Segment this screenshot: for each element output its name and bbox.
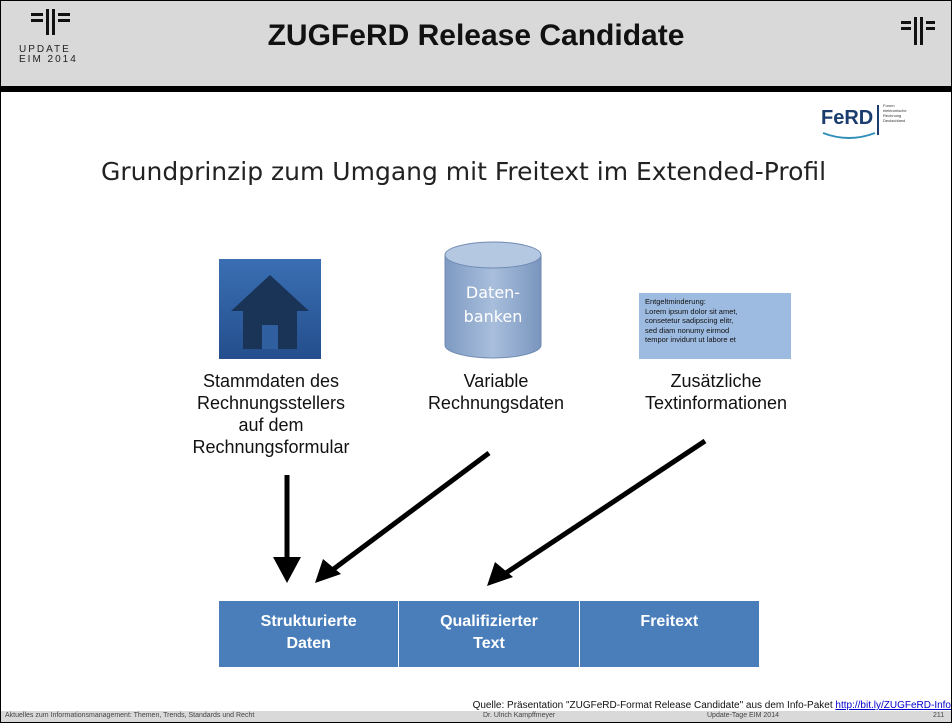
header-divider	[1, 86, 951, 92]
caption-line: Variable	[463, 371, 529, 391]
cell-qualifizierter-text: Qualifizierter Text	[399, 601, 580, 667]
caption-line: Rechnungsdaten	[427, 393, 565, 413]
cell-freitext: Freitext	[579, 601, 759, 667]
ferd-logo-subtext: Forum elektronische Rechnung Deutschland	[883, 103, 907, 123]
database-label-line1: Daten-	[465, 283, 521, 302]
cell-line: Daten	[286, 635, 331, 652]
page-title: ZUGFeRD Release Candidate	[267, 19, 685, 52]
source-text: Quelle: Präsentation "ZUGFeRD-Format Rel…	[472, 700, 836, 711]
footer-event: Update-Tage EIM 2014	[707, 712, 779, 719]
update-eim-logo: UPDATE EIM 2014	[19, 9, 89, 77]
ferd-logo-text: FeRD	[821, 107, 874, 129]
arrow-diagonal-right-icon	[487, 438, 707, 586]
textbox-line5: tempor invidunt ut labore et	[645, 335, 736, 344]
ferd-logo-divider	[877, 105, 879, 135]
logo-left-line2: EIM 2014	[19, 54, 78, 65]
house-icon	[219, 259, 321, 359]
caption-line: auf dem	[238, 415, 304, 435]
cell-line: Qualifizierter	[440, 613, 538, 630]
caption-line: Textinformationen	[644, 393, 788, 413]
logo-mark-right-icon	[901, 17, 935, 47]
logo-mark-icon	[31, 9, 70, 35]
database-label-line2: banken	[463, 307, 523, 326]
data-category-table: Strukturierte Daten Qualifizierter Text …	[219, 601, 759, 667]
arrow-down-icon	[273, 475, 301, 583]
page-number: 211	[933, 712, 945, 719]
ferd-logo: FeRD Forum elektronische Rechnung Deutsc…	[821, 101, 911, 143]
source-note: Quelle: Präsentation "ZUGFeRD-Format Rel…	[473, 700, 951, 711]
header-bar: UPDATE EIM 2014 ZUGFeRD Release Candidat…	[1, 1, 951, 86]
ferd-swoosh-icon	[822, 132, 876, 139]
caption-variable: Variable Rechnungsdaten	[401, 370, 591, 414]
footer-bar: Aktuelles zum Informationsmanagement: Th…	[1, 711, 951, 722]
textbox-line1: Entgeltminderung:	[645, 297, 706, 306]
caption-line: Rechnungsstellers	[196, 393, 346, 413]
caption-line: Zusätzliche	[670, 371, 762, 391]
source-link[interactable]: http://bit.ly/ZUGFeRD-Info	[835, 700, 951, 711]
caption-stammdaten: Stammdaten des Rechnungsstellers auf dem…	[161, 370, 381, 458]
footer-author: Dr. Ulrich Kampffmeyer	[483, 712, 556, 719]
arrow-diagonal-left-icon	[315, 450, 491, 583]
cell-line: Strukturierte	[260, 613, 357, 630]
textbox-line2: Lorem ipsum dolor sit amet,	[645, 306, 738, 316]
logo-left-text: UPDATE EIM 2014	[19, 45, 78, 65]
cell-line: Text	[473, 635, 505, 652]
textbox-line4: sed diam nonumy eirmod	[645, 325, 730, 335]
cell-line: Freitext	[640, 613, 699, 630]
freetext-sample-box: Entgeltminderung: Lorem ipsum dolor sit …	[639, 293, 791, 359]
cell-strukturierte-daten: Strukturierte Daten	[219, 601, 400, 667]
database-label: Daten- banken	[444, 281, 542, 329]
textbox-line3: consetetur sadipscing elitr,	[645, 316, 734, 325]
caption-line: Stammdaten des	[202, 371, 340, 391]
slide-subtitle: Grundprinzip zum Umgang mit Freitext im …	[101, 157, 827, 186]
caption-line: Rechnungsformular	[192, 437, 350, 457]
caption-zusaetzliche: Zusätzliche Textinformationen	[611, 370, 821, 414]
footer-left: Aktuelles zum Informationsmanagement: Th…	[5, 712, 255, 719]
logo-left-line1: UPDATE	[19, 44, 71, 55]
database-icon: Daten- banken	[444, 241, 542, 359]
